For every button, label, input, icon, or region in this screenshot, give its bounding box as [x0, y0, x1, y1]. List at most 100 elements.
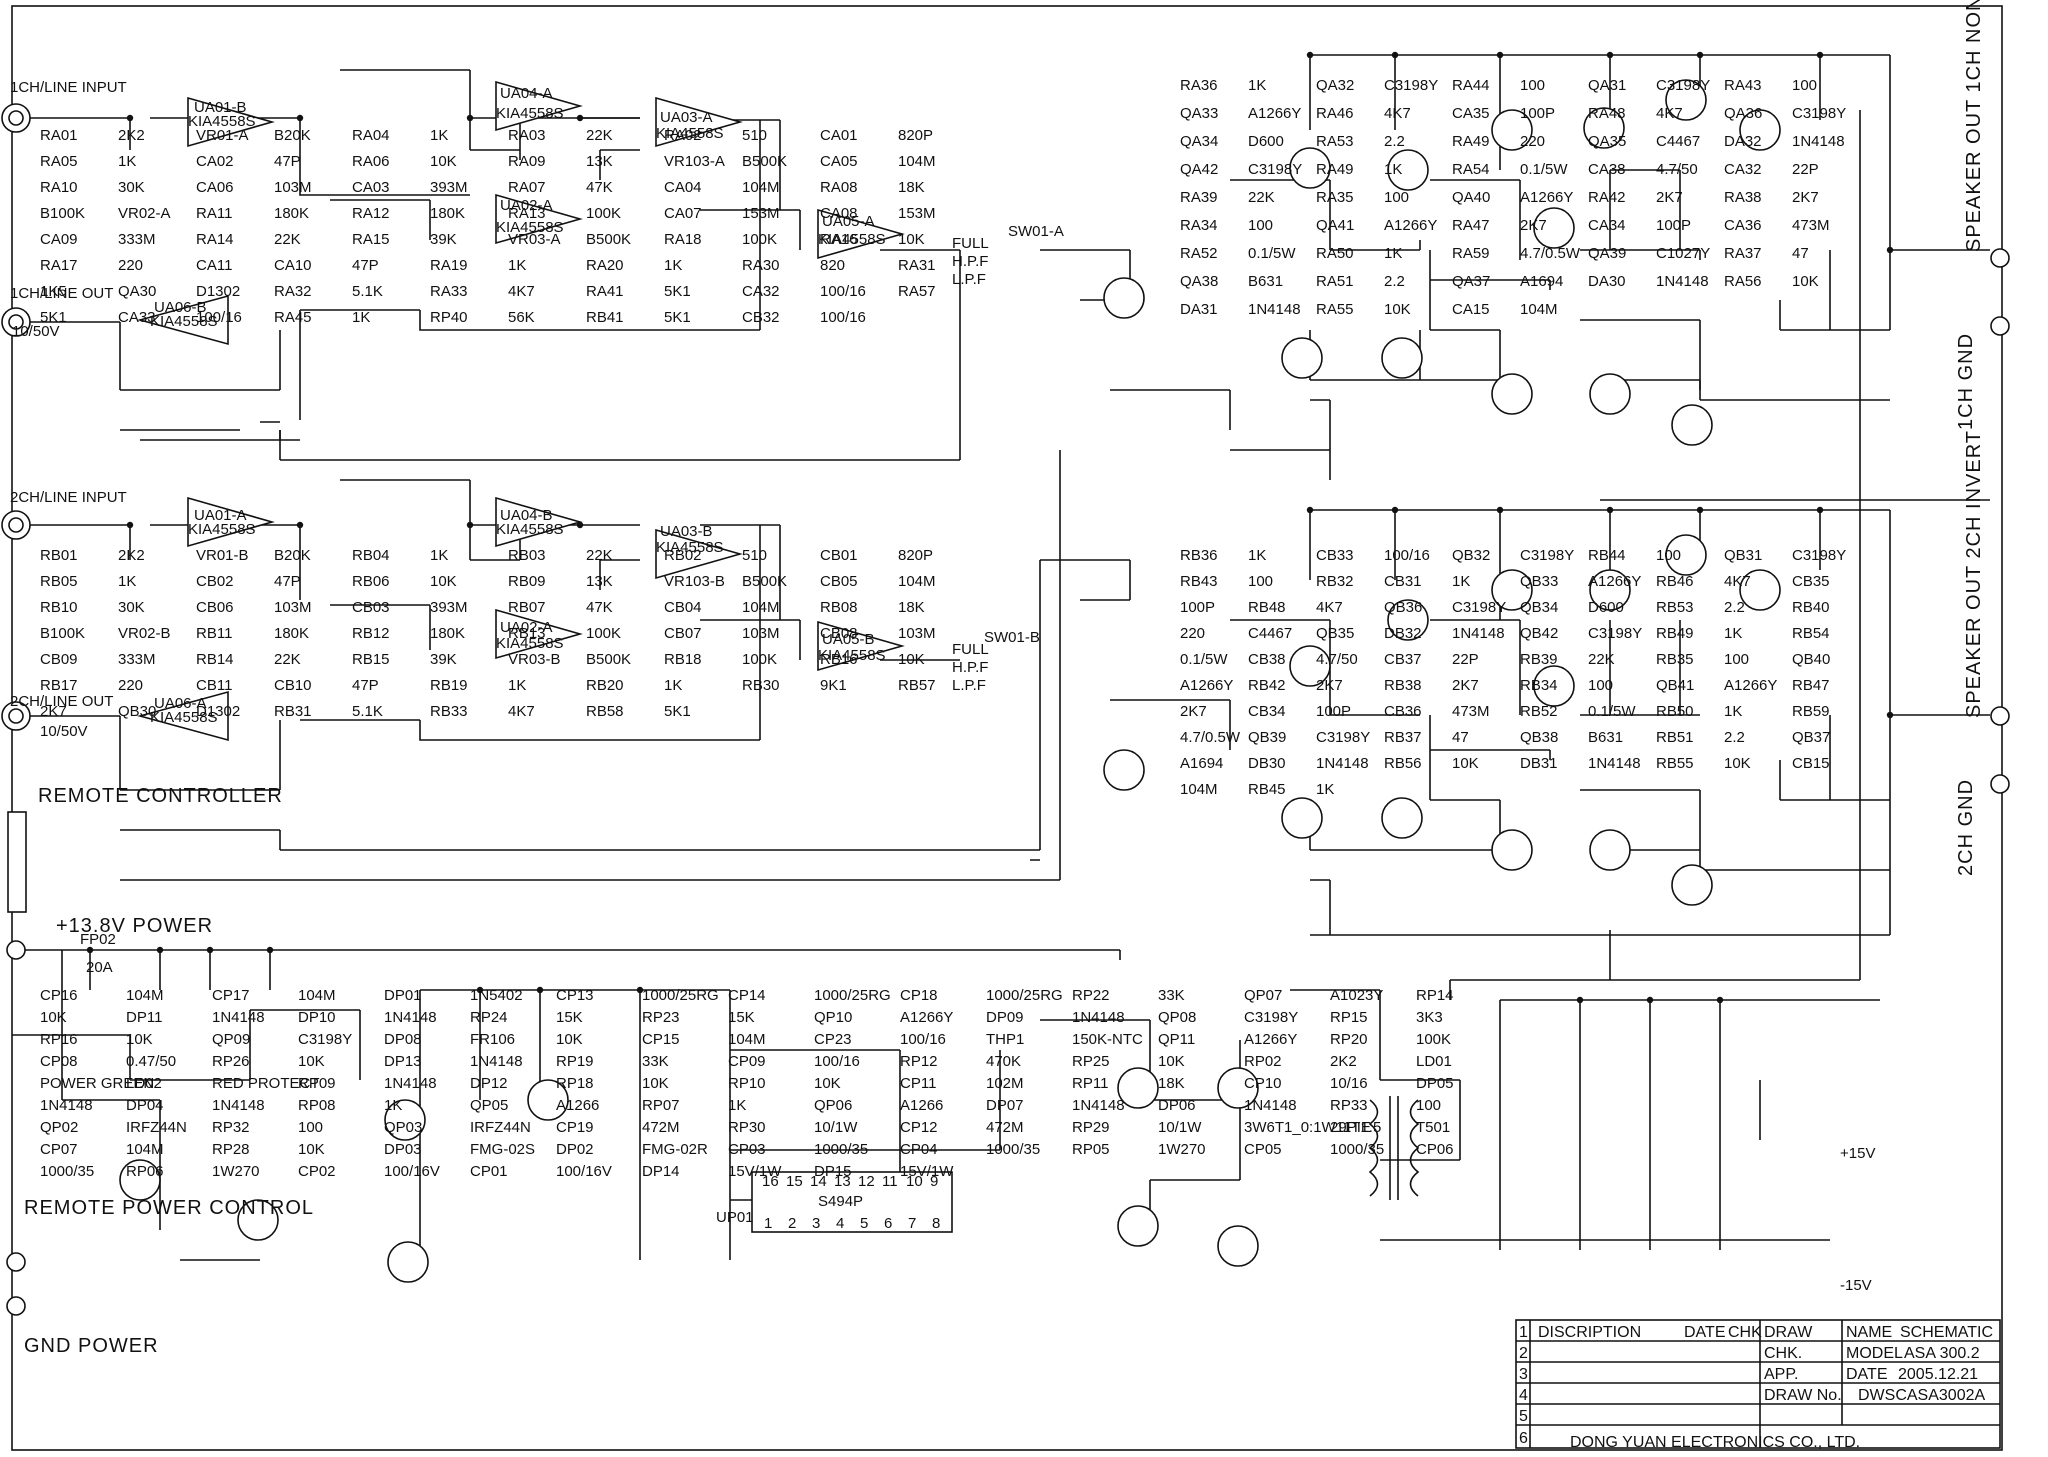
component-label: RB11	[196, 625, 232, 642]
component-label: 1N4148	[212, 1009, 265, 1026]
component-label: RB09	[508, 573, 546, 590]
component-label: RA44	[1452, 77, 1490, 94]
component-label: RB46	[1656, 573, 1694, 590]
component-label: DP10	[298, 1009, 336, 1026]
component-label: 39K	[430, 651, 457, 668]
component-label: RA01	[40, 127, 78, 144]
component-label: RP02	[1244, 1053, 1282, 1070]
component-label: DB30	[1248, 755, 1286, 772]
component-label: RB34	[1520, 677, 1558, 694]
opamp-symbols	[136, 80, 905, 742]
component-label: RA43	[1724, 77, 1762, 94]
component-label: RB51	[1656, 729, 1694, 746]
cb11-value-label: 10/50V	[40, 723, 88, 740]
component-label: C3198Y	[1316, 729, 1370, 746]
component-label: RA04	[352, 127, 390, 144]
component-label: DA31	[1180, 301, 1218, 318]
component-label: 30K	[118, 599, 145, 616]
component-label: 100P	[1656, 217, 1691, 234]
component-label: 4K7	[1656, 105, 1683, 122]
component-label: RP19	[556, 1053, 594, 1070]
component-label: RB12	[352, 625, 390, 642]
fuse-value-label: 20A	[86, 959, 113, 976]
component-label: 22K	[1248, 189, 1275, 206]
ic-pin-number: 14	[810, 1173, 827, 1190]
component-label: RP26	[212, 1053, 250, 1070]
component-label: VR02-A	[118, 205, 171, 222]
component-label: DP04	[126, 1097, 164, 1114]
component-label: 1W270	[1158, 1141, 1206, 1158]
component-label: 4K7	[1384, 105, 1411, 122]
component-label: CP05	[1244, 1141, 1282, 1158]
tb-row-1: 2	[1519, 1345, 1528, 1362]
component-label: C4467	[1248, 625, 1292, 642]
component-label: RB08	[820, 599, 858, 616]
component-label: C3198Y	[298, 1031, 352, 1048]
component-label: CP17	[212, 987, 250, 1004]
component-label: 15K	[556, 1009, 583, 1026]
component-label: 1N5402	[470, 987, 523, 1004]
ch1-line-out-label: 1CH/LINE OUT	[10, 285, 113, 302]
component-label: 47K	[586, 599, 613, 616]
component-label: 472M	[986, 1119, 1024, 1136]
component-label: RA33	[430, 283, 468, 300]
component-label: RB36	[1180, 547, 1218, 564]
ua01b-type: KIA4558S	[188, 113, 256, 130]
component-label: C1027Y	[1656, 245, 1710, 262]
component-label: 18K	[1158, 1075, 1185, 1092]
component-label: RB42	[1248, 677, 1286, 694]
component-label: A1266Y	[1244, 1031, 1297, 1048]
component-label: VR03-A	[508, 231, 561, 248]
gnd-power-label: GND POWER	[24, 1335, 159, 1357]
component-label: 47P	[274, 573, 301, 590]
component-label: QB31	[1724, 547, 1762, 564]
component-label: 1K	[728, 1097, 746, 1114]
component-label: CB03	[352, 599, 390, 616]
component-label: 104M	[898, 153, 936, 170]
component-label: 1N4148	[1072, 1097, 1125, 1114]
power-13-8v-label: +13.8V POWER	[56, 915, 213, 937]
component-label: 1K	[430, 127, 448, 144]
component-label: RA38	[1724, 189, 1762, 206]
component-label: 333M	[118, 231, 156, 248]
power-labels: REMOTE CONTROLLER +13.8V POWER REMOTE PO…	[24, 785, 1875, 1357]
component-label: 10K	[898, 651, 925, 668]
component-label: 2.2	[1384, 273, 1405, 290]
component-label: RA53	[1316, 133, 1354, 150]
component-label: RA05	[40, 153, 78, 170]
component-label: RB39	[1520, 651, 1558, 668]
component-label: DP12	[470, 1075, 508, 1092]
ua01b-ref: UA01-B	[194, 99, 247, 116]
component-label: 100/16V	[556, 1163, 612, 1180]
component-label: 1N4148	[384, 1009, 437, 1026]
component-label: 33K	[1158, 987, 1185, 1004]
component-label: QP11	[1158, 1031, 1195, 1048]
component-label: RB32	[1316, 573, 1354, 590]
component-label: CA07	[664, 205, 702, 222]
component-label: 820	[820, 257, 845, 274]
component-label: D600	[1248, 133, 1284, 150]
ic-pin-number: 12	[858, 1173, 875, 1190]
switch-b-full: FULL	[952, 641, 989, 658]
component-label: CB33	[1316, 547, 1354, 564]
component-label: 1000/35	[1330, 1141, 1384, 1158]
component-label: 1K	[664, 677, 682, 694]
ic-pin-number: 7	[908, 1215, 916, 1232]
component-label: QB41	[1656, 677, 1694, 694]
tb-date-header: DATE	[1684, 1324, 1725, 1341]
ic-pin-number: 5	[860, 1215, 868, 1232]
wiring	[12, 54, 1990, 1261]
component-label: QA42	[1180, 161, 1218, 178]
component-label: CA11	[196, 257, 232, 274]
component-label: 103M	[742, 625, 780, 642]
component-label: 1N4148	[212, 1097, 265, 1114]
component-label: B500K	[586, 231, 631, 248]
tb-description-header: DISCRIPTION	[1538, 1324, 1641, 1341]
component-label: CP12	[900, 1119, 938, 1136]
component-label: RA09	[508, 153, 546, 170]
switch-b-hpf: H.P.F	[952, 659, 988, 676]
component-label: RA42	[1588, 189, 1626, 206]
component-label: A1266Y	[1724, 677, 1777, 694]
component-label: QB33	[1520, 573, 1558, 590]
